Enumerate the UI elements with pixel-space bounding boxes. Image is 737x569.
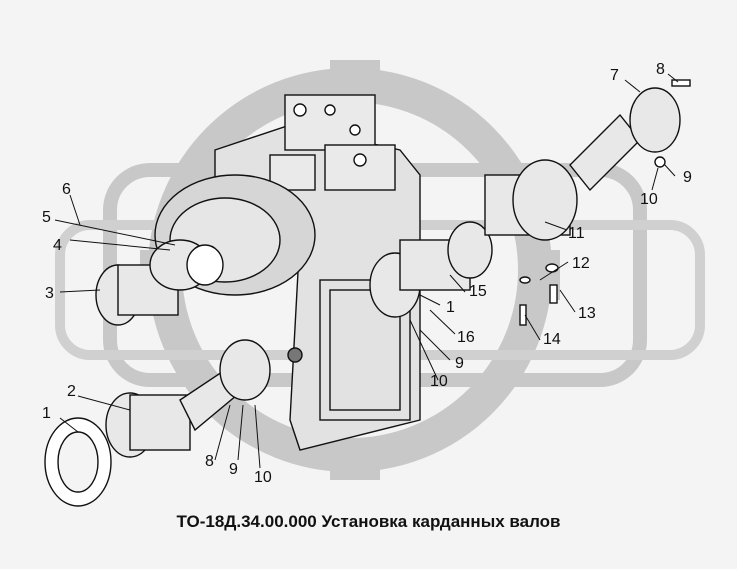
callout-9-right: 9 — [455, 355, 464, 372]
callout-10-lower: 10 — [254, 469, 272, 486]
callout-12: 12 — [572, 255, 590, 272]
callout-10: 10 — [640, 191, 658, 208]
leader-lines — [54, 73, 679, 469]
callout-9: 9 — [683, 169, 692, 186]
cardan-shaft-front-left — [95, 239, 224, 326]
flange-ring — [44, 417, 112, 507]
cardan-shaft-rear-left — [105, 339, 271, 458]
callout-16: 16 — [457, 329, 475, 346]
callout-8: 8 — [656, 61, 665, 78]
callout-labels: 1 2 3 4 5 6 7 8 9 10 11 12 13 14 15 1 16… — [42, 61, 692, 486]
callout-11: 11 — [568, 225, 585, 242]
callout-14: 14 — [543, 331, 561, 348]
callout-15: 15 — [469, 283, 487, 300]
callout-1: 1 — [42, 405, 51, 422]
callout-7: 7 — [610, 67, 619, 84]
callout-5: 5 — [42, 209, 51, 226]
callout-1-right: 1 — [446, 299, 455, 316]
callout-9-lower: 9 — [229, 461, 238, 478]
callout-10-right: 10 — [430, 373, 448, 390]
cardan-shaft-right — [369, 87, 681, 318]
callout-3: 3 — [45, 285, 54, 302]
callout-6: 6 — [62, 181, 71, 198]
drawing-caption: ТО-18Д.34.00.000 Установка карданных вал… — [176, 512, 561, 531]
callout-4: 4 — [53, 237, 62, 254]
callout-2: 2 — [67, 383, 76, 400]
callout-8-lower: 8 — [205, 453, 214, 470]
callout-13: 13 — [578, 305, 596, 322]
